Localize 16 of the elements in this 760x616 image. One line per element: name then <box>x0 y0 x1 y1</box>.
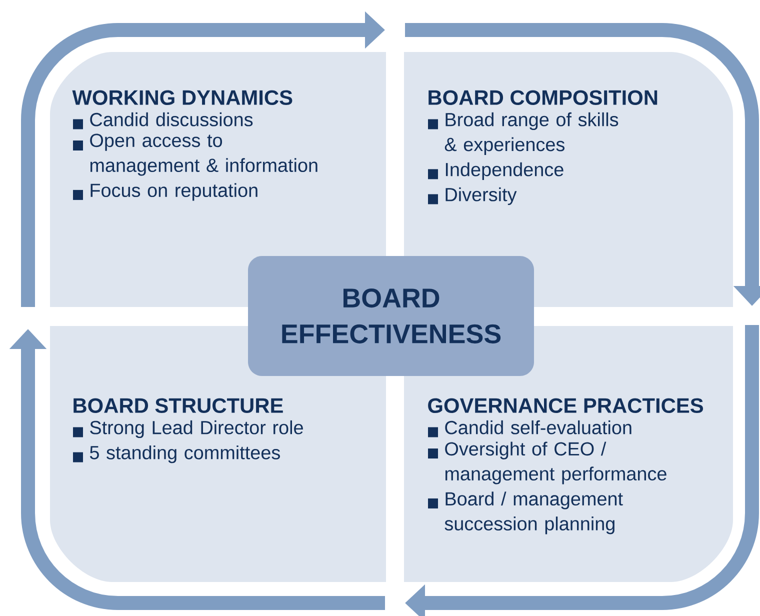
bullet-item: Focus on reputation <box>73 183 258 201</box>
bullet-item: Broad range of skills & experiences <box>428 112 618 155</box>
heading: WORKING DYNAMICS <box>72 90 292 105</box>
bullet-item: Open access to management & information <box>73 134 318 176</box>
bullet-item: Independence <box>428 162 564 180</box>
center-box: BOARD EFFECTIVENESS <box>248 256 534 376</box>
bullet-item: Candid discussions <box>73 112 253 130</box>
bullet-item: Oversight of CEO / management performance <box>428 442 666 484</box>
heading: BOARD STRUCTURE <box>74 398 283 413</box>
bullet-item: 5 standing committees <box>73 445 280 464</box>
bullet-item: Candid self-evaluation <box>428 420 632 438</box>
bullet-item: Strong Lead Director role <box>73 420 303 438</box>
heading: BOARD COMPOSITION <box>428 90 658 105</box>
heading: GOVERNANCE PRACTICES <box>428 398 703 413</box>
bullet-item: Diversity <box>428 187 517 206</box>
bullet-item: Board / management succession planning <box>428 492 623 534</box>
